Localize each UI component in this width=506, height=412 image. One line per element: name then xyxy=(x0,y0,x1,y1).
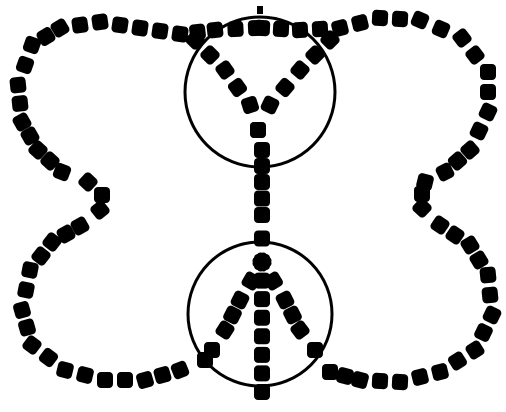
trail-dot xyxy=(479,266,497,284)
trail-dot xyxy=(153,365,173,385)
trail-dot xyxy=(135,370,155,390)
top-mark xyxy=(257,6,263,14)
trail-dot xyxy=(430,18,451,39)
trail-dot xyxy=(254,20,271,37)
trail-dot xyxy=(21,334,43,356)
trail-dot xyxy=(411,197,434,220)
trail-dot xyxy=(199,44,222,67)
trail-dot xyxy=(75,365,94,384)
trail-dot xyxy=(464,339,486,361)
trail-dot xyxy=(254,347,270,363)
trail-dot xyxy=(227,21,244,38)
trail-dot xyxy=(250,122,266,138)
trail-dot xyxy=(274,76,297,99)
trail-dot xyxy=(473,322,494,343)
dot-trail-group xyxy=(9,9,503,400)
trail-dot xyxy=(464,44,486,66)
trail-dot xyxy=(322,364,338,380)
trail-dot xyxy=(451,27,473,49)
trail-dot xyxy=(71,16,89,34)
trail-dot xyxy=(481,286,499,304)
trail-dot xyxy=(254,291,270,307)
trail-dot xyxy=(37,346,59,368)
trail-dot xyxy=(12,300,32,320)
trail-dot xyxy=(292,22,309,39)
trail-dot xyxy=(392,11,409,28)
trail-dot xyxy=(91,13,109,31)
trail-dot xyxy=(117,372,133,388)
trail-dot xyxy=(94,187,110,203)
trail-dot xyxy=(254,158,270,174)
trail-dot xyxy=(170,360,191,381)
trail-dot xyxy=(204,342,220,358)
trail-dot xyxy=(430,362,449,381)
trail-dot xyxy=(480,64,496,80)
trail-dot xyxy=(9,76,27,94)
trail-dot xyxy=(350,13,369,32)
trail-dot xyxy=(254,191,270,207)
trail-dot xyxy=(254,365,270,381)
trail-dot xyxy=(21,261,40,280)
trail-dot xyxy=(251,251,273,273)
trail-dot xyxy=(254,310,270,326)
trail-dot xyxy=(372,373,389,390)
trail-dot xyxy=(254,231,270,247)
trail-dot xyxy=(254,328,270,344)
trail-dot xyxy=(446,350,468,372)
trail-dot xyxy=(477,101,498,122)
trail-dot xyxy=(254,142,270,158)
trail-dot xyxy=(254,207,270,223)
trail-dot xyxy=(55,360,74,379)
trail-dot xyxy=(307,342,323,358)
trail-dot xyxy=(254,384,270,400)
trail-dot xyxy=(17,318,37,338)
trail-dot xyxy=(15,55,35,75)
trail-dot xyxy=(304,44,327,67)
trail-dot xyxy=(17,281,36,300)
trail-dot xyxy=(131,19,149,37)
trail-dot xyxy=(226,76,248,98)
trail-dot xyxy=(410,367,429,386)
trail-dot xyxy=(97,372,113,388)
trail-dot xyxy=(481,304,502,325)
trail-dot xyxy=(480,84,496,100)
trail-dot xyxy=(259,94,280,115)
trail-dot xyxy=(289,59,312,82)
trail-dot xyxy=(240,95,260,115)
trail-dot xyxy=(11,95,29,113)
trail-dot xyxy=(111,16,129,34)
trail-dot xyxy=(392,374,409,391)
trail-dot xyxy=(273,21,290,38)
trail-dot xyxy=(214,59,236,81)
trail-dot xyxy=(254,174,270,190)
trail-dot xyxy=(409,9,430,30)
trail-dot xyxy=(372,10,389,27)
trail-dot xyxy=(151,22,169,40)
trail-dot xyxy=(468,120,489,141)
trail-dot xyxy=(206,21,224,39)
